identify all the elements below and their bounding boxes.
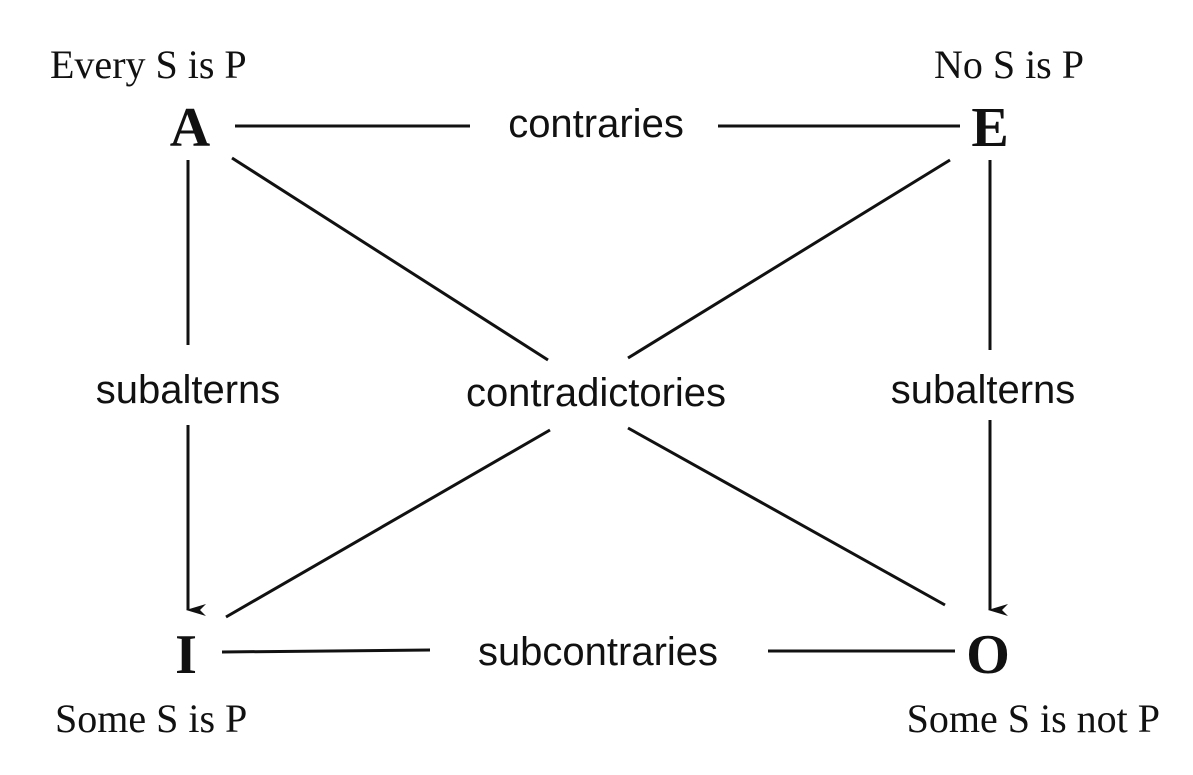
label-subcontraries: subcontraries (478, 630, 718, 674)
diagonal-e-to-center (627, 158, 951, 360)
label-contradictories: contradictories (466, 371, 726, 415)
subcontraries-line-left (221, 648, 431, 654)
proposition-e: No S is P (934, 42, 1084, 87)
proposition-i: Some S is P (55, 696, 247, 741)
diagonal-center-to-o (627, 426, 946, 607)
corner-letter-o: O (966, 624, 1010, 686)
diagonal-a-to-center (231, 156, 549, 362)
proposition-a: Every S is P (50, 42, 247, 87)
corner-letter-e: E (971, 97, 1008, 159)
label-subalterns-right: subalterns (891, 368, 1076, 412)
corner-letter-a: A (170, 97, 211, 159)
label-contraries: contraries (508, 102, 684, 146)
corner-letter-i: I (175, 624, 197, 686)
label-subalterns-left: subalterns (96, 368, 281, 412)
proposition-o: Some S is not P (907, 696, 1160, 741)
diagonal-center-to-i (225, 428, 551, 619)
